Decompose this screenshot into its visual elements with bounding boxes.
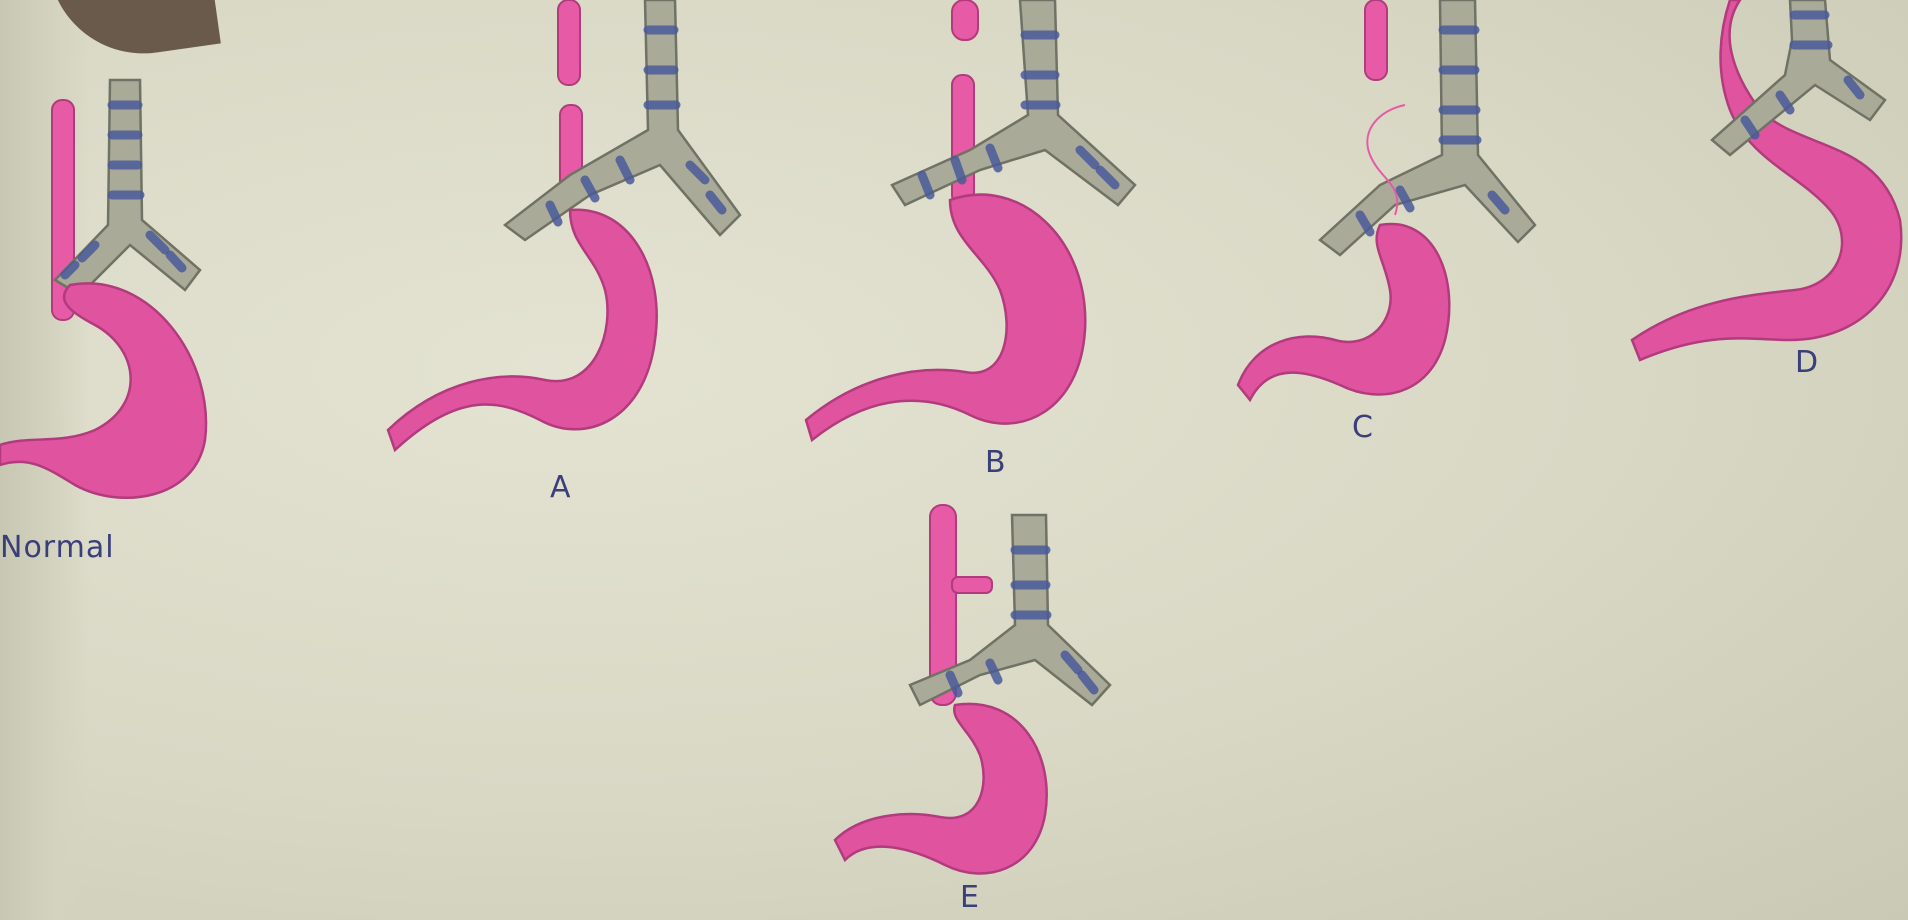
label-c: C — [1352, 410, 1374, 445]
anomaly-b-drawing — [800, 0, 1170, 490]
esophagus-upper-pouch — [952, 0, 978, 40]
stomach — [806, 195, 1085, 440]
stomach — [388, 210, 657, 450]
label-b: B — [985, 445, 1007, 480]
trachea — [505, 0, 740, 240]
label-a: A — [550, 470, 572, 505]
figure-c: C — [1230, 0, 1560, 470]
tracheoesophageal-fistula — [952, 577, 992, 593]
esophagus-upper-pouch — [558, 0, 580, 85]
label-d: D — [1795, 345, 1819, 380]
figure-normal: Normal — [0, 60, 240, 520]
figure-b: B — [800, 0, 1170, 490]
anomaly-c-drawing — [1230, 0, 1560, 470]
trachea — [55, 80, 200, 295]
anomaly-e-drawing — [820, 495, 1140, 920]
trachea — [1320, 0, 1535, 255]
figure-d: D — [1620, 0, 1908, 400]
stomach — [835, 704, 1047, 874]
esophagus-upper-pouch — [1365, 0, 1387, 80]
label-e: E — [960, 880, 980, 915]
trachea — [892, 0, 1135, 205]
figure-a: A — [380, 0, 780, 520]
figure-e: E — [820, 495, 1140, 920]
stomach — [0, 283, 206, 497]
label-normal: Normal — [0, 530, 115, 565]
anomaly-d-drawing — [1620, 0, 1908, 400]
normal-anatomy-drawing — [0, 60, 240, 520]
esophagus-lower-segment — [952, 75, 974, 205]
esophagus-stomach — [1632, 0, 1901, 360]
anomaly-a-drawing — [380, 0, 780, 520]
